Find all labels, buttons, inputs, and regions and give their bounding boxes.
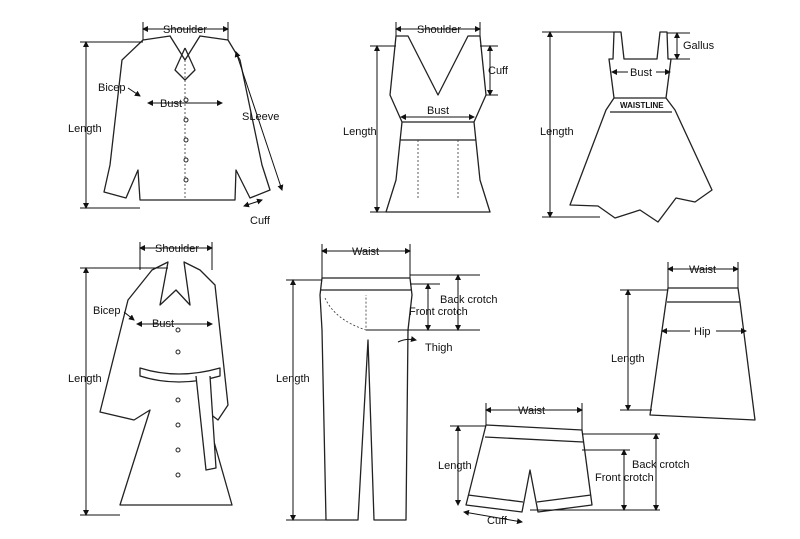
vest-shoulder-label: Shoulder: [417, 24, 461, 36]
dress-length-label: Length: [540, 126, 574, 138]
vest-bust-label: Bust: [427, 105, 449, 117]
blouse-bicep-label: Bicep: [98, 82, 126, 94]
blouse-length-label: Length: [68, 123, 102, 135]
skirt-hip-label: Hip: [694, 326, 711, 338]
dress-gallus-label: Gallus: [683, 40, 715, 52]
blouse-sleeve-label: SLeeve: [242, 111, 279, 123]
pants-back-crotch-label: Back crotch: [440, 294, 497, 306]
vest-cuff-label: Cuff: [488, 65, 509, 77]
blouse-bust-label: Bust: [160, 98, 182, 110]
vest-figure: [370, 22, 498, 213]
blouse-shoulder-label: Shoulder: [163, 24, 207, 36]
shorts-front-crotch-label: Front crotch: [595, 472, 654, 484]
pants-front-crotch-label: Front crotch: [409, 306, 468, 318]
shorts-waist-label: Waist: [518, 405, 545, 417]
pants-thigh-label: Thigh: [425, 342, 453, 354]
shorts-length-label: Length: [438, 460, 472, 472]
shorts-back-crotch-label: Back crotch: [632, 459, 689, 471]
skirt-length-label: Length: [611, 353, 645, 365]
pants-figure: [286, 244, 480, 521]
pants-length-label: Length: [276, 373, 310, 385]
dress-waistline-label: WAISTLINE: [620, 101, 664, 110]
coat-length-label: Length: [68, 373, 102, 385]
shorts-figure: [450, 403, 660, 525]
skirt-waist-label: Waist: [689, 264, 716, 276]
vest-length-label: Length: [343, 126, 377, 138]
shorts-cuff-label: Cuff: [487, 515, 508, 527]
dress-bust-label: Bust: [630, 67, 652, 79]
coat-figure: [80, 242, 233, 516]
blouse-cuff-label: Cuff: [250, 215, 271, 227]
dress-figure: [542, 31, 713, 223]
coat-shoulder-label: Shoulder: [155, 243, 199, 255]
skirt-figure: [620, 262, 756, 421]
coat-bust-label: Bust: [152, 318, 174, 330]
coat-bicep-label: Bicep: [93, 305, 121, 317]
pants-waist-label: Waist: [352, 246, 379, 258]
blouse-figure: [80, 22, 284, 209]
